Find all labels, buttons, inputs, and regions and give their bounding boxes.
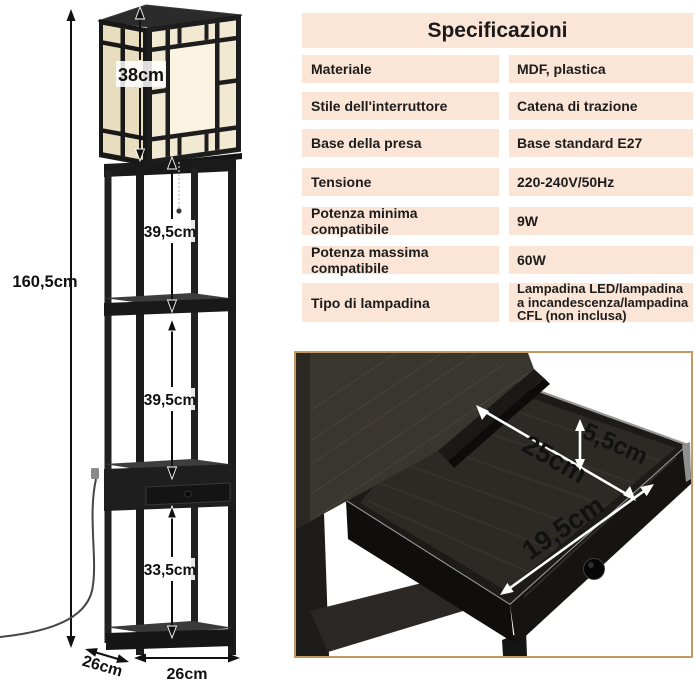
- drawer-left-face: [346, 501, 514, 643]
- shade-front-face: [147, 14, 241, 165]
- dim-label-upper-section: 39,5cm: [144, 224, 197, 241]
- spec-row: Stile dell'interruttore Catena di trazio…: [302, 92, 693, 120]
- dim-label-shade-height: 38cm: [118, 65, 164, 85]
- lamp-illustration: 160,5cm: [0, 4, 243, 683]
- spec-table: Specificazioni Materiale MDF, plastica S…: [302, 13, 693, 323]
- drawer-unit: [104, 459, 236, 511]
- spec-value: Base standard E27: [509, 129, 693, 157]
- dimension-arrow-upper-section: 39,5cm: [144, 155, 197, 314]
- drawer-side-endcap: [682, 442, 691, 482]
- drawer-wood-grain: [367, 392, 667, 580]
- drawer-photo: 25cm 5,5cm 19,5cm: [296, 353, 692, 656]
- post-front-right: [228, 166, 236, 655]
- dimension-arrow-lower-section: 33,5cm: [144, 504, 197, 640]
- drawer-knob: [583, 558, 605, 580]
- spec-row: Materiale MDF, plastica: [302, 55, 693, 83]
- base-shelf: [106, 621, 234, 650]
- dimension-arrow-total-height: 160,5cm: [12, 9, 78, 648]
- dimension-arrow-base-width: 26cm: [134, 653, 240, 683]
- spec-row: Tipo di lampadina Lampadina LED/lampadin…: [302, 282, 693, 323]
- dim-label-lower-section: 33,5cm: [144, 562, 197, 579]
- post-back-left: [104, 170, 112, 643]
- lamp-dimension-diagram: 160,5cm: [0, 0, 300, 683]
- post-front-left: [136, 172, 144, 655]
- lamp-shade: [97, 4, 243, 170]
- drawer-closeup-inset: 25cm 5,5cm 19,5cm: [294, 351, 693, 658]
- pull-chain: [176, 162, 182, 214]
- spec-label: Tipo di lampadina: [302, 283, 499, 322]
- spec-label: Potenza massima compatibile: [302, 244, 499, 276]
- spec-label: Stile dell'interruttore: [302, 92, 499, 120]
- spec-value: 60W: [509, 246, 693, 274]
- spec-label: Tensione: [302, 168, 499, 196]
- spec-label: Materiale: [302, 55, 499, 83]
- spec-value: 220-240V/50Hz: [509, 168, 693, 196]
- dim-label-base-width: 26cm: [167, 666, 208, 683]
- spec-label: Potenza minima compatibile: [302, 205, 499, 237]
- dim-label-total-height: 160,5cm: [12, 273, 77, 291]
- spec-label: Base della presa: [302, 129, 499, 157]
- spec-row: Potenza minima compatibile 9W: [302, 205, 693, 237]
- spec-row: Tensione 220-240V/50Hz: [302, 168, 693, 196]
- dimension-arrow-shade: 38cm: [116, 5, 166, 163]
- spec-table-title: Specificazioni: [302, 13, 693, 48]
- spec-row: Base della presa Base standard E27: [302, 129, 693, 157]
- drawer-knob: [184, 490, 192, 498]
- spec-value: Lampadina LED/lampadina a incandescenza/…: [509, 282, 693, 323]
- dim-label-base-depth: 26cm: [80, 653, 124, 681]
- spec-value: Catena di trazione: [509, 92, 693, 120]
- dim-label-middle-section: 39,5cm: [144, 392, 197, 409]
- spec-value: 9W: [509, 207, 693, 235]
- spec-row: Potenza massima compatibile 60W: [302, 244, 693, 276]
- shade-left-face: [99, 19, 147, 167]
- dimension-arrow-middle-section: 39,5cm: [144, 317, 197, 481]
- power-cord: [0, 468, 99, 638]
- spec-value: MDF, plastica: [509, 55, 693, 83]
- dimension-arrow-base-depth: 26cm: [80, 648, 129, 680]
